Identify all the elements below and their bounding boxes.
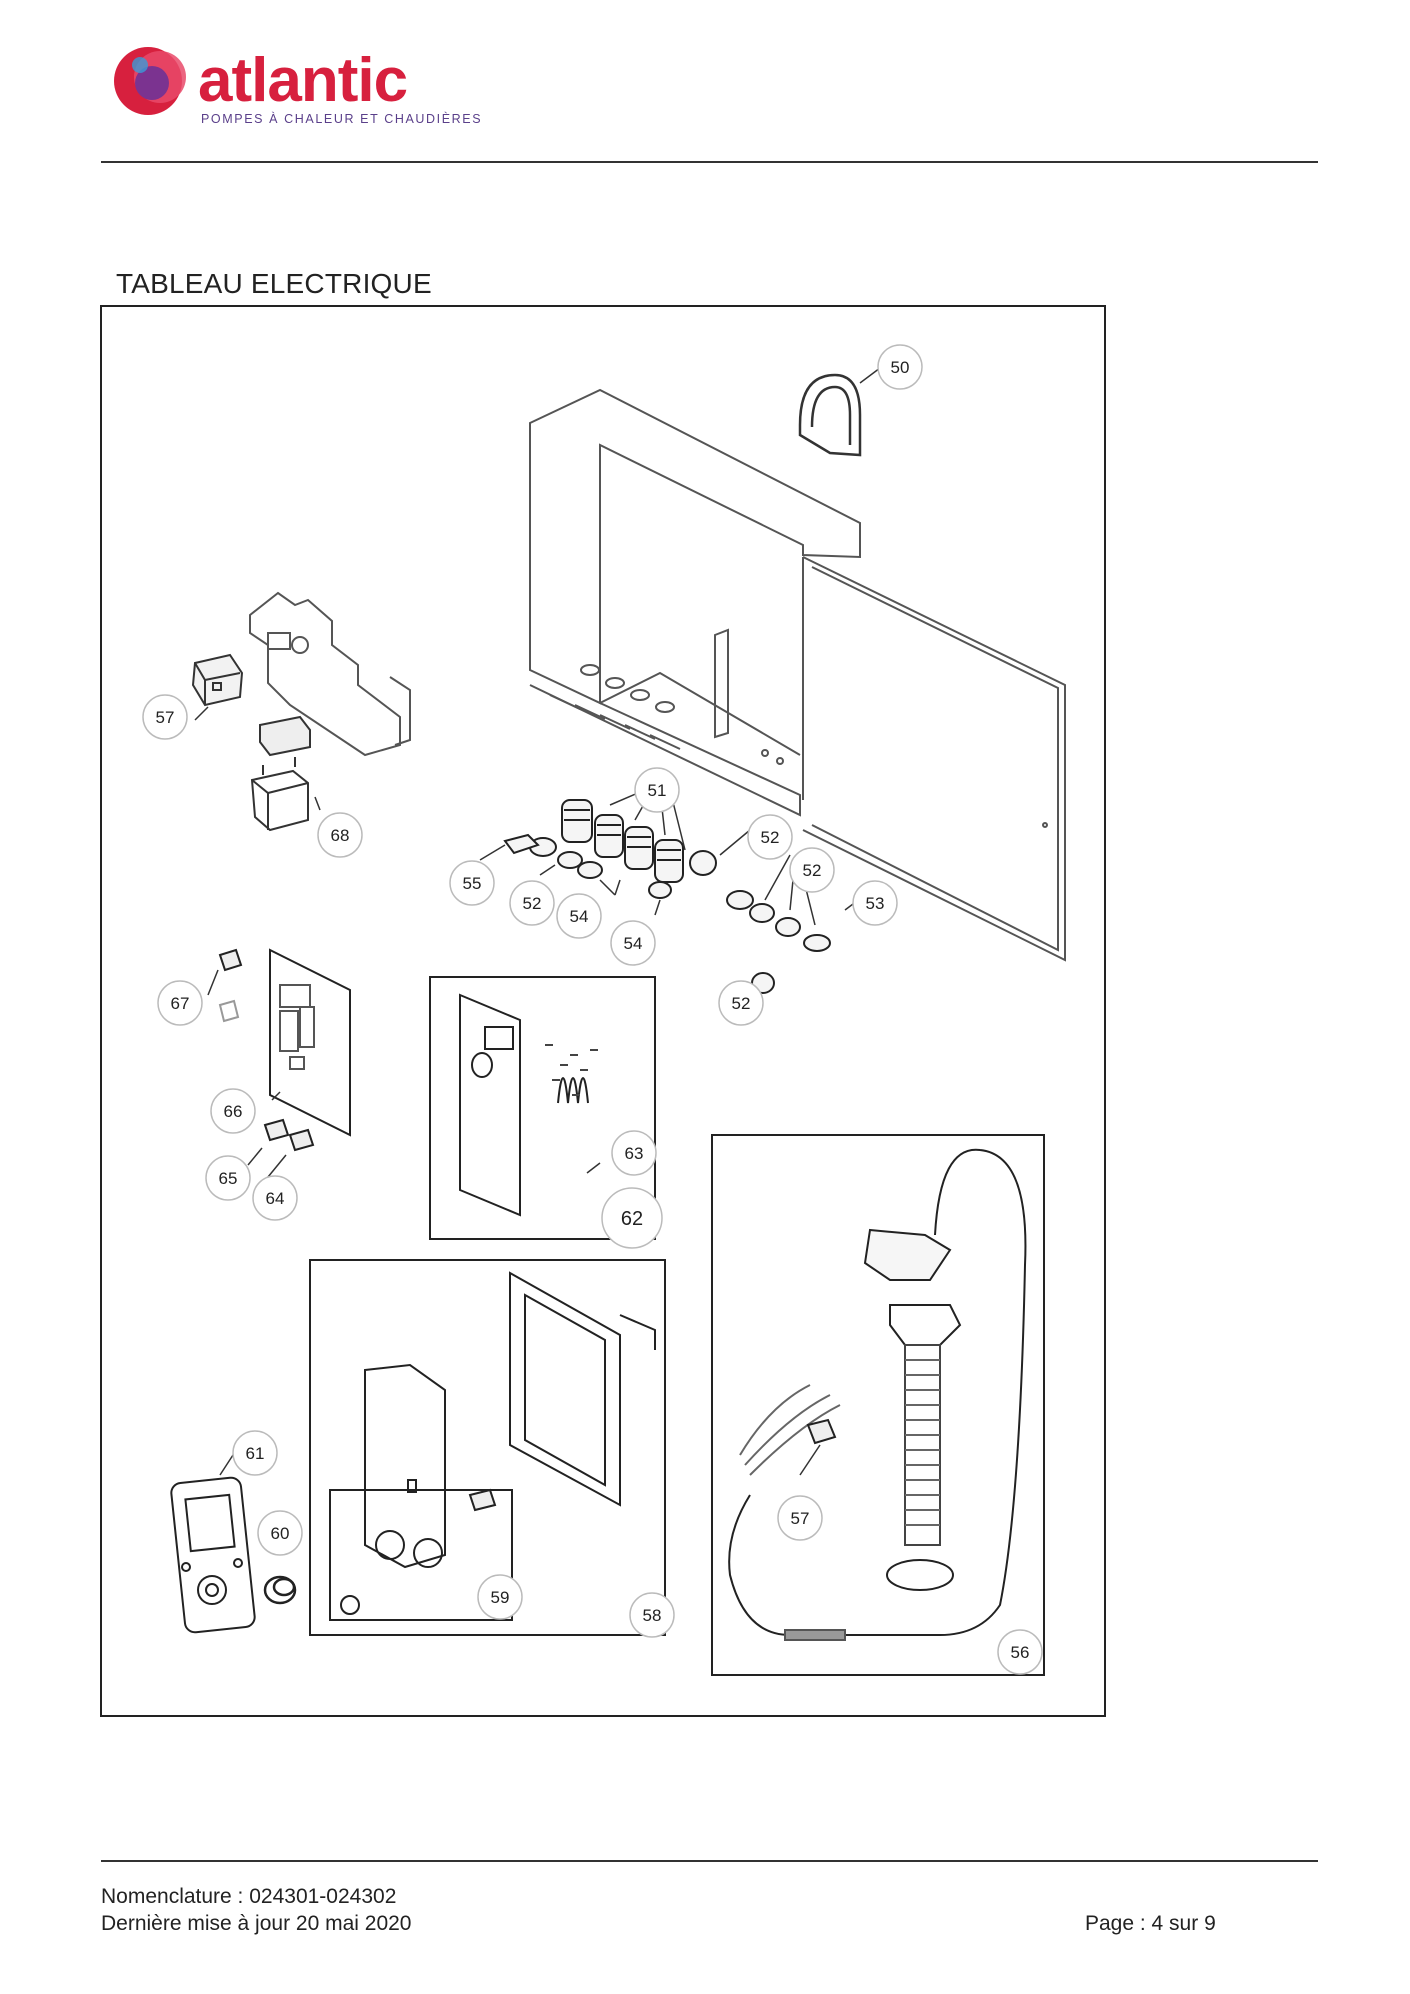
svg-text:52: 52 bbox=[732, 994, 751, 1013]
callout-60: 60 bbox=[257, 1510, 303, 1556]
part-57-relay bbox=[191, 653, 244, 707]
svg-text:53: 53 bbox=[866, 894, 885, 913]
part-60-knob bbox=[263, 1575, 297, 1605]
svg-text:54: 54 bbox=[570, 907, 589, 926]
callout-52: 52 bbox=[747, 814, 793, 860]
part-50-cover-cap bbox=[798, 373, 862, 457]
callout-61: 61 bbox=[232, 1430, 278, 1476]
svg-text:62: 62 bbox=[621, 1208, 643, 1230]
diagram-frame bbox=[100, 305, 1106, 1717]
svg-text:58: 58 bbox=[643, 1606, 662, 1625]
heating-element-box bbox=[711, 1134, 1045, 1676]
callout-63: 63 bbox=[611, 1130, 657, 1176]
svg-text:57: 57 bbox=[791, 1509, 810, 1528]
svg-text:64: 64 bbox=[266, 1189, 285, 1208]
callout-57: 57 bbox=[142, 694, 188, 740]
callout-55: 55 bbox=[449, 860, 495, 906]
callout-65: 65 bbox=[205, 1155, 251, 1201]
svg-text:50: 50 bbox=[891, 358, 910, 377]
cable-glands-group bbox=[503, 799, 831, 994]
callout-57: 57 bbox=[777, 1495, 823, 1541]
callout-54: 54 bbox=[556, 893, 602, 939]
svg-text:60: 60 bbox=[271, 1524, 290, 1543]
exploded-parts-diagram: 50 51 52 52 52 52 53 54 54 55 56 57 57 5… bbox=[100, 305, 1106, 1717]
footer-last-update: Dernière mise à jour 20 mai 2020 bbox=[101, 1912, 412, 1935]
svg-text:68: 68 bbox=[331, 826, 350, 845]
callout-50: 50 bbox=[877, 344, 923, 390]
display-bracket-box bbox=[309, 1259, 666, 1636]
callout-56: 56 bbox=[997, 1629, 1043, 1675]
svg-text:52: 52 bbox=[803, 861, 822, 880]
leader-lines bbox=[194, 367, 881, 1546]
callout-52: 52 bbox=[509, 880, 555, 926]
svg-text:56: 56 bbox=[1011, 1643, 1030, 1662]
svg-text:67: 67 bbox=[171, 994, 190, 1013]
callout-58: 58 bbox=[629, 1592, 675, 1638]
brand-tagline: POMPES À CHALEUR ET CHAUDIÈRES bbox=[201, 111, 482, 126]
svg-text:55: 55 bbox=[463, 874, 482, 893]
svg-text:65: 65 bbox=[219, 1169, 238, 1188]
callout-54: 54 bbox=[610, 920, 656, 966]
svg-text:51: 51 bbox=[648, 781, 667, 800]
brand-name: atlantic bbox=[198, 46, 407, 115]
svg-text:61: 61 bbox=[246, 1444, 265, 1463]
svg-text:59: 59 bbox=[491, 1588, 510, 1607]
footer-rule bbox=[101, 1860, 1318, 1862]
callout-67: 67 bbox=[157, 980, 203, 1026]
callout-62: 62 bbox=[601, 1187, 663, 1249]
display-board-box bbox=[429, 976, 656, 1240]
callout-52: 52 bbox=[718, 980, 764, 1026]
electrical-cabinet-housing bbox=[529, 388, 1066, 962]
callout-53: 53 bbox=[852, 880, 898, 926]
svg-text:57: 57 bbox=[156, 708, 175, 727]
control-board-group bbox=[218, 948, 351, 1152]
callout-68: 68 bbox=[317, 812, 363, 858]
footer-page-number: Page : 4 sur 9 bbox=[1085, 1912, 1216, 1935]
part-61-display-unit bbox=[170, 1476, 256, 1634]
section-title: TABLEAU ELECTRIQUE bbox=[116, 268, 432, 299]
svg-text:54: 54 bbox=[624, 934, 643, 953]
callout-51: 51 bbox=[634, 767, 680, 813]
callout-52: 52 bbox=[789, 847, 835, 893]
svg-text:52: 52 bbox=[761, 828, 780, 847]
svg-text:66: 66 bbox=[224, 1102, 243, 1121]
footer-nomenclature: Nomenclature : 024301-024302 bbox=[101, 1885, 397, 1908]
callouts: 50 51 52 52 52 52 53 54 54 55 56 57 57 5… bbox=[142, 344, 1043, 1675]
logo-mark-icon bbox=[114, 47, 186, 115]
svg-text:52: 52 bbox=[523, 894, 542, 913]
atlantic-logo: atlantic POMPES À CHALEUR ET CHAUDIÈRES bbox=[114, 46, 482, 126]
callout-66: 66 bbox=[210, 1088, 256, 1134]
relay-mounting-bracket bbox=[249, 591, 411, 757]
callout-64: 64 bbox=[252, 1175, 298, 1221]
part-68-contactor-relay bbox=[250, 715, 311, 832]
header-rule bbox=[101, 161, 1318, 163]
svg-text:63: 63 bbox=[625, 1144, 644, 1163]
callout-59: 59 bbox=[477, 1574, 523, 1620]
